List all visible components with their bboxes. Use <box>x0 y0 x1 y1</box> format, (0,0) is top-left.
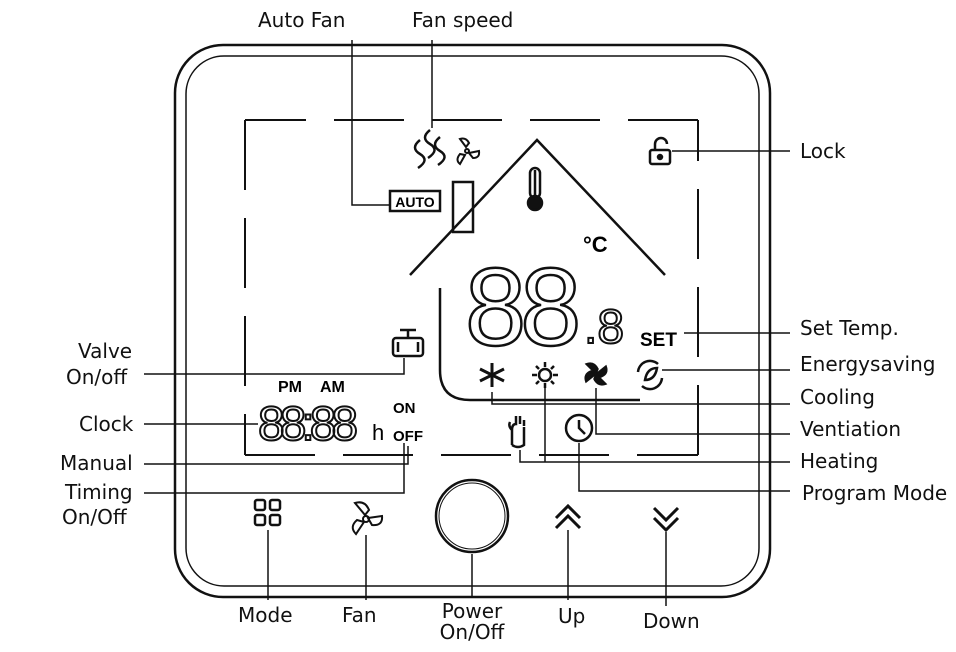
padlock-icon <box>648 136 672 166</box>
label-timing-line1: Timing <box>65 480 133 504</box>
set-badge: SET <box>640 330 677 351</box>
wavy-lines-icon <box>413 129 446 170</box>
label-lock: Lock <box>800 139 846 163</box>
label-auto-fan: Auto Fan <box>258 8 346 32</box>
power-button[interactable] <box>434 478 510 554</box>
label-mode: Mode <box>238 603 293 627</box>
temperature-decimal: .8 <box>584 301 624 354</box>
am-label: AM <box>320 379 345 396</box>
off-indicator: OFF <box>393 428 423 445</box>
auto-badge: AUTO <box>395 194 435 210</box>
chevron-down-double-icon[interactable] <box>652 506 680 533</box>
label-energysaving: Energysaving <box>800 352 936 376</box>
on-indicator: ON <box>393 400 416 417</box>
leader-lines <box>144 40 790 606</box>
leaf-cycle-icon <box>636 359 664 391</box>
label-valve-line1: Valve <box>78 339 133 363</box>
chevron-up-double-icon[interactable] <box>554 503 582 530</box>
fan-icon[interactable] <box>351 501 384 536</box>
clock-icon <box>564 413 594 443</box>
power-button-inner <box>438 482 506 550</box>
valve-icon <box>391 328 425 358</box>
clock-unit: h <box>372 420 384 445</box>
thermometer-icon <box>526 166 544 212</box>
display-fan-icon <box>456 137 481 166</box>
four-squares-icon[interactable] <box>253 498 282 527</box>
label-heating: Heating <box>800 449 879 473</box>
label-cooling: Cooling <box>800 385 875 409</box>
display-window-dashed-border <box>244 119 699 456</box>
snowflake-icon <box>479 363 505 387</box>
label-clock: Clock <box>79 412 134 436</box>
label-fan-speed: Fan speed <box>412 8 514 32</box>
label-ventilation: Ventiation <box>800 417 902 441</box>
label-set-temp: Set Temp. <box>800 316 899 340</box>
sun-icon <box>532 362 558 388</box>
clock-digits: 88:88 <box>258 398 356 451</box>
label-timing-line2: On/Off <box>62 505 127 529</box>
pm-label: PM <box>278 379 302 396</box>
label-program-mode: Program Mode <box>802 481 948 505</box>
auto-badge-box <box>388 189 442 213</box>
label-power-line1: Power <box>441 599 503 623</box>
hand-icon <box>508 416 526 449</box>
label-valve-line2: On/off <box>66 365 128 389</box>
label-fan: Fan <box>342 603 377 627</box>
pinwheel-icon <box>584 362 608 386</box>
house-floor <box>438 288 640 402</box>
celsius-symbol: °C <box>583 232 608 257</box>
label-manual: Manual <box>60 451 133 475</box>
label-down: Down <box>643 609 700 633</box>
house-chimney <box>451 180 475 234</box>
label-up: Up <box>558 604 586 628</box>
label-power-line2: On/Off <box>439 620 505 644</box>
temperature-digits: 88 <box>465 246 577 369</box>
